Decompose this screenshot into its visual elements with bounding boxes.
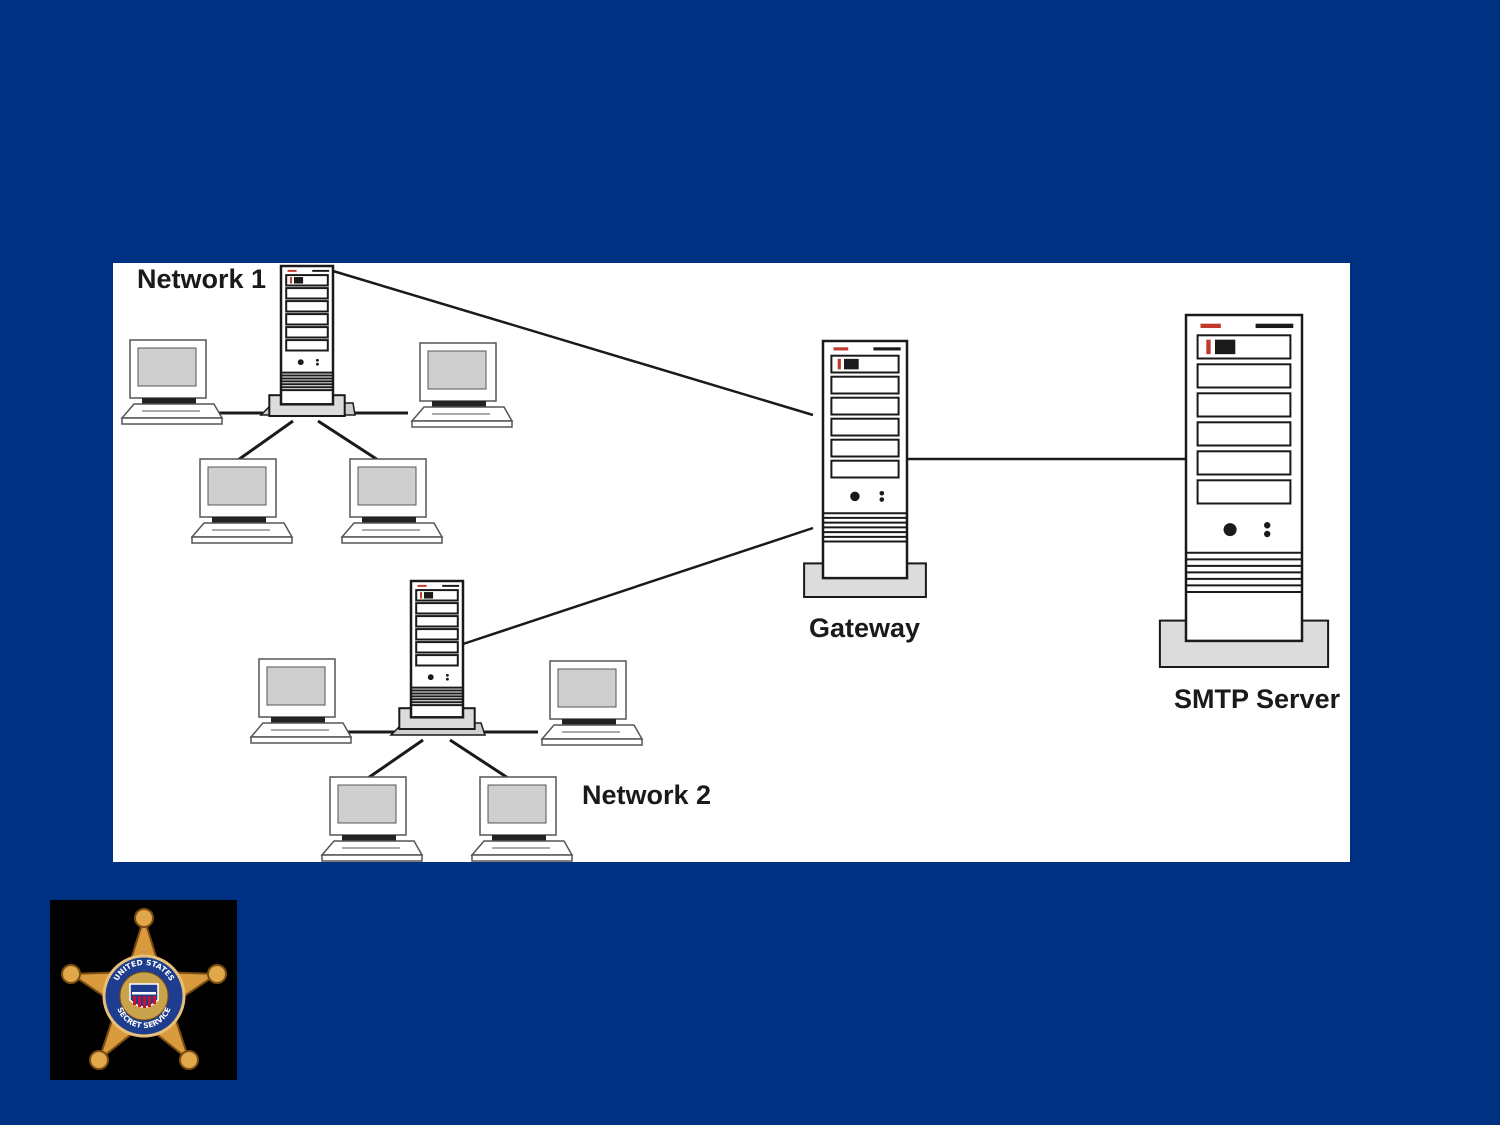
network1-client-2 [410,342,514,428]
network1-client-3 [190,458,294,544]
link-network1-gateway [332,269,814,417]
network2-server [398,579,476,731]
gateway-label: Gateway [809,613,921,643]
diagram-nodes [120,264,1330,862]
network-diagram: Network 1 Network 2 Gateway SMTP Server [113,263,1350,862]
smtp-server-label: SMTP Server [1174,684,1341,714]
network2-label: Network 2 [582,780,712,810]
smtp-server [1158,313,1330,669]
network2-client-2 [540,660,644,746]
network2-client-4 [470,776,574,862]
secret-service-logo: UNITED STATES SECRET SERVICE [50,900,237,1080]
star-badge-icon: UNITED STATES SECRET SERVICE [61,908,227,1070]
link-network2-gateway [462,526,814,646]
diagram-canvas [120,264,1330,862]
network1-server [268,264,346,417]
network2-client-1 [249,658,353,744]
network1-label: Network 1 [137,264,267,294]
gateway-server [803,339,927,598]
network2-client-3 [320,776,424,862]
diagram-links [208,269,1188,780]
network1-client-4 [340,458,444,544]
network1-client-1 [120,339,224,425]
